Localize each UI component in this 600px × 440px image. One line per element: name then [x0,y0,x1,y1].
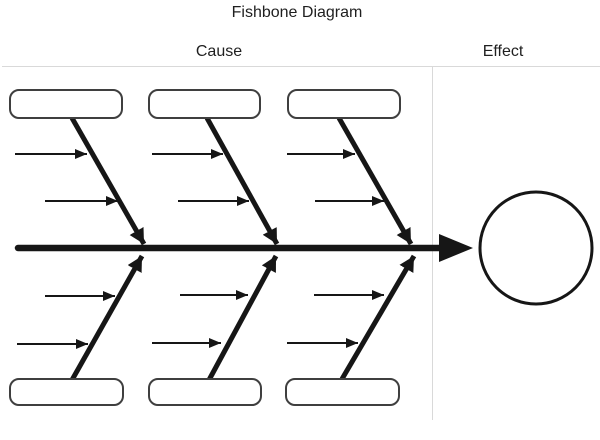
cause-section-label: Cause [195,43,243,60]
effect-circle [478,190,594,306]
cause-box-top-1 [9,89,123,119]
cause-box-top-3 [287,89,401,119]
cause-box-bottom-1 [9,378,124,406]
top-bone-1 [69,116,147,246]
effect-section-label: Effect [482,43,524,60]
top-bone-3 [336,116,414,246]
cause-box-bottom-3 [285,378,400,406]
bottom-bone-1 [69,254,145,382]
spine-arrowhead [439,234,473,262]
cause-box-top-2 [148,89,261,119]
bottom-bone-2 [206,254,279,382]
bottom-bone-3 [339,254,417,381]
page-title: Fishbone Diagram [231,4,363,21]
cause-box-bottom-2 [148,378,262,406]
top-bone-2 [204,116,280,246]
